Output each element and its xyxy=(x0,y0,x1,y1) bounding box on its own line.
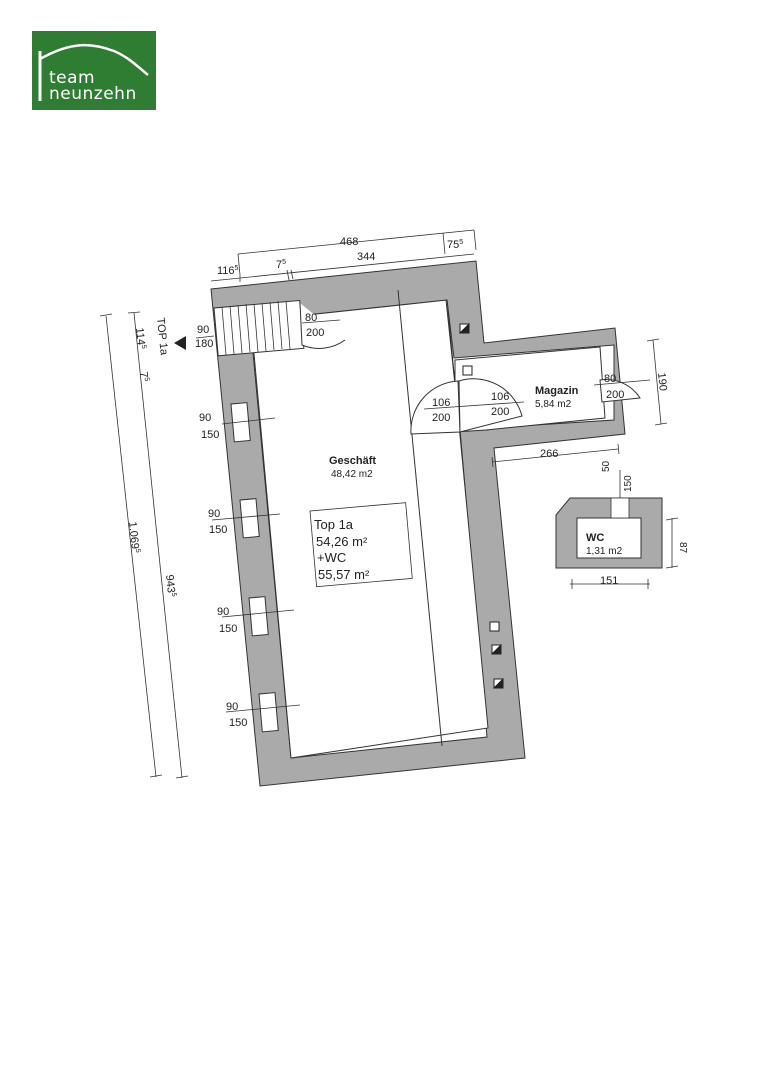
storage-door-width: 80 xyxy=(604,373,616,385)
shaft-symbols xyxy=(458,322,504,689)
wc-area: 1,31 m2 xyxy=(586,546,623,557)
dim-top-total: 468 xyxy=(340,236,358,248)
storage-area: 5,84 m2 xyxy=(535,399,572,410)
summary-title: Top 1a xyxy=(314,517,354,532)
dim-left-small: 75 xyxy=(137,371,150,382)
door-right-height: 200 xyxy=(491,406,509,418)
summary-box xyxy=(309,502,413,588)
double-door-right-swing xyxy=(458,378,523,433)
window2-height: 150 xyxy=(209,524,227,536)
double-door-left-swing xyxy=(410,380,461,435)
wc-name: WC xyxy=(586,532,604,544)
window1-height: 150 xyxy=(201,429,219,441)
windows xyxy=(230,402,279,733)
dim-left-total: 1.0695 xyxy=(126,521,141,554)
storage-door-height: 200 xyxy=(606,389,624,401)
wc-detail xyxy=(555,470,679,589)
window2-width: 90 xyxy=(208,508,220,520)
window4-height: 150 xyxy=(229,717,247,729)
window4-width: 90 xyxy=(226,701,238,713)
staircase xyxy=(213,299,305,357)
wc-dim-bottom: 151 xyxy=(600,575,618,587)
brand-logo: team neunzehn xyxy=(32,31,156,110)
wc-dim-top-2: 150 xyxy=(623,475,634,492)
shop-area: 48,42 m2 xyxy=(331,469,373,480)
dim-left-inner: 9435 xyxy=(163,574,177,597)
dim-top-mid-small: 75 xyxy=(276,259,286,271)
storage-door-swing xyxy=(599,379,641,403)
door-left-height: 200 xyxy=(432,412,450,424)
window3-width: 90 xyxy=(217,606,229,618)
dim-top-mid: 344 xyxy=(357,251,375,263)
door-right-width: 106 xyxy=(491,391,509,403)
logo-roof-icon xyxy=(38,43,149,101)
logo-text-team: team xyxy=(49,68,96,88)
dim-left-top: 1145 xyxy=(133,327,147,350)
logo-text-neunzehn: neunzehn xyxy=(49,84,137,104)
stair-door-swing xyxy=(299,302,346,349)
wc-dim-top-1: 50 xyxy=(601,460,612,472)
stair-door-width: 80 xyxy=(305,312,317,324)
stair-door-height: 200 xyxy=(306,327,324,339)
dim-magazin-bottom: 266 xyxy=(540,448,558,460)
dimension-lines xyxy=(99,229,668,779)
wc-dim-right: 87 xyxy=(677,542,688,554)
unit-label: TOP 1a xyxy=(154,317,170,356)
storage-name: Magazin xyxy=(535,385,579,397)
door-left-width: 106 xyxy=(432,397,450,409)
entry-arrow-icon xyxy=(174,336,186,350)
summary-plus-wc: +WC xyxy=(317,550,346,565)
entry-height: 180 xyxy=(195,338,213,350)
window1-width: 90 xyxy=(199,412,211,424)
shop-name: Geschäft xyxy=(329,455,376,467)
summary-area: 54,26 m² xyxy=(316,534,368,549)
window3-height: 150 xyxy=(219,623,237,635)
dim-top-right: 755 xyxy=(447,239,463,251)
dim-top-left: 1165 xyxy=(217,265,239,277)
summary-total: 55,57 m² xyxy=(318,567,370,582)
partition-line xyxy=(397,289,443,747)
dim-magazin-right: 190 xyxy=(655,372,669,392)
entry-width: 90 xyxy=(197,324,209,336)
